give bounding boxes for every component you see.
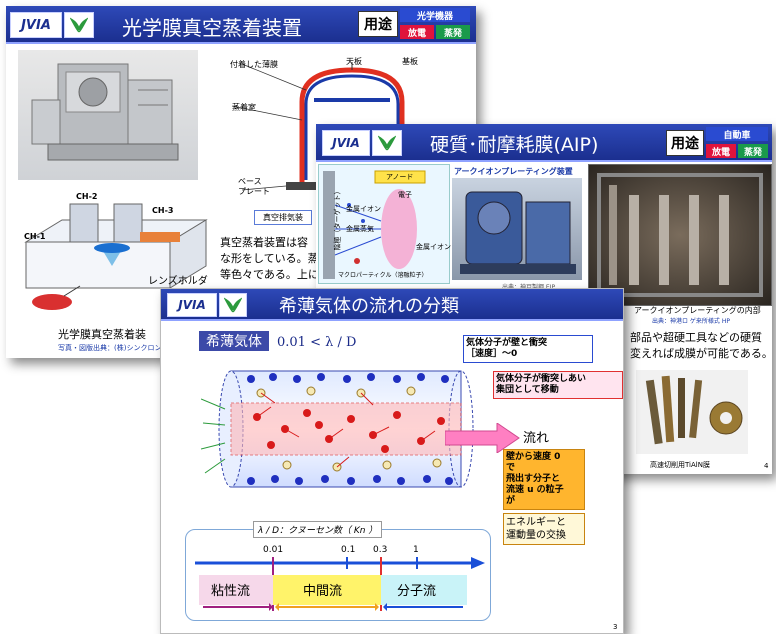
note-wall-collision-line-1: 気体分子が壁と衝突 xyxy=(466,338,548,348)
slide1-title: 光学膜真空蒸着装置 xyxy=(122,16,302,40)
slide1-tag-evaporation: 蒸発 xyxy=(436,25,470,39)
label-chamber: 蒸着室 xyxy=(232,103,256,112)
aip-device-photo xyxy=(452,178,582,280)
label-credit-mid: 出典：神戸製鋼 EIP xyxy=(502,282,555,291)
note-wall-collision-line-2: ［速度］～0 xyxy=(466,349,518,359)
label-top-plate: 天板 xyxy=(346,57,362,66)
slide3-page-number: 3 xyxy=(613,623,618,631)
label-electron: 電子 xyxy=(398,191,412,199)
slide2-title: 硬質･耐摩耗膜(AIP) xyxy=(430,134,599,156)
note-energy-exchange: エネルギーと 運動量の交換 xyxy=(503,513,585,545)
slide1-caption: 光学膜真空蒸着装 xyxy=(58,328,146,341)
label-aip-device: アークイオンプレーティング装置 xyxy=(454,167,573,176)
slide-rarefied-gas-flow: JVIA 希薄気体の流れの分類 希薄気体 0.01 < λ / D xyxy=(160,288,624,634)
jvia-logo-text: JVIA xyxy=(21,17,51,33)
note-energy-line-1: エネルギーと xyxy=(506,517,566,528)
label-metal-vapor: 金属蒸気 xyxy=(346,225,374,233)
label-macro-particle: マクロパーティクル（溶融粒子） xyxy=(338,272,428,279)
region-molecular-flow: 分子流 xyxy=(397,584,437,599)
note-group-movement: 気体分子が衝突しあい 集団として移動 xyxy=(493,371,623,399)
label-plate: プレート xyxy=(238,187,270,196)
label-side-target: 陰極（ターゲット） xyxy=(333,187,342,251)
region-intermediate-flow: 中間流 xyxy=(303,584,343,599)
cutting-tools-photo xyxy=(636,370,748,454)
note-wall-collision: 気体分子が壁と衝突 ［速度］～0 xyxy=(463,335,593,363)
region-viscous-flow: 粘性流 xyxy=(211,584,251,599)
slide2-page-number: 4 xyxy=(764,462,769,470)
label-metal-ion-1: 金属イオン xyxy=(346,205,381,213)
note-wall-emission-line-5: が xyxy=(506,496,516,506)
slide2-body-line-1: 部品や超硬工具などの硬質 xyxy=(630,331,762,344)
slide1-tag-optics: 光学機器 xyxy=(400,8,470,22)
slide1-body-line-1: 真空蒸着装置は容 xyxy=(220,236,308,249)
note-group-movement-line-2: 集団として移動 xyxy=(496,385,559,395)
slide3-title-bar: JVIA 希薄気体の流れの分類 xyxy=(161,289,623,321)
slide1-tag-discharge: 放電 xyxy=(400,25,434,39)
note-group-movement-line-1: 気体分子が衝突しあい xyxy=(496,374,587,384)
slide2-title-bar: JVIA 硬質･耐摩耗膜(AIP) 用途 自動車 放電 蒸発 xyxy=(316,124,772,162)
slide1-body-line-2: な形をしている。蒸 xyxy=(220,252,319,265)
note-wall-emission: 壁から速度 0 で 飛出す分子と 流速 u の粒子 が xyxy=(503,449,585,510)
slide2-tag-automobile: 自動車 xyxy=(706,127,768,141)
tick-0-3: 0.3 xyxy=(373,545,388,555)
rarefied-gas-label: 希薄気体 xyxy=(199,331,269,351)
tick-0-01: 0.01 xyxy=(263,545,284,555)
deposition-machine-photo xyxy=(18,50,198,180)
aip-inside-photo xyxy=(588,164,772,306)
label-substrate: 基板 xyxy=(402,57,418,66)
arc-ion-diagram xyxy=(318,164,450,284)
gas-flow-cylinder-diagram xyxy=(201,370,474,488)
slide2-tag-evaporation: 蒸発 xyxy=(738,144,768,158)
knudsen-axis xyxy=(195,557,485,611)
slide1-title-bar: JVIA 光学膜真空蒸着装置 用途 光学機器 放電 蒸発 xyxy=(6,6,476,44)
slide1-usage-badge: 用途 xyxy=(358,11,398,37)
leaf-logo-icon xyxy=(219,293,247,317)
note-wall-emission-line-4: 流速 u の粒子 xyxy=(506,485,564,495)
flow-label: 流れ xyxy=(523,431,550,446)
slide3-title: 希薄気体の流れの分類 xyxy=(279,296,459,317)
note-wall-emission-line-2: で xyxy=(506,463,516,473)
note-energy-line-2: 運動量の交換 xyxy=(506,530,566,541)
label-ch1: CH-1 xyxy=(24,232,46,241)
note-wall-emission-line-1: 壁から速度 0 xyxy=(506,452,561,462)
jvia-logo-text: JVIA xyxy=(332,136,360,150)
leaf-logo-icon xyxy=(372,130,402,156)
jvia-logo: JVIA xyxy=(10,12,62,38)
label-base: ベース xyxy=(238,177,262,186)
jvia-logo: JVIA xyxy=(322,130,370,156)
jvia-logo: JVIA xyxy=(167,293,217,317)
label-attached-film: 付着した薄膜 xyxy=(230,60,278,69)
slide2-body-line-2: 変えれば成膜が可能である。 xyxy=(630,347,772,360)
slide2-usage-badge: 用途 xyxy=(666,130,704,156)
label-lens-holder: レンズホルダ xyxy=(148,276,208,287)
label-ch2: CH-2 xyxy=(76,192,98,201)
inside-caption: アークイオンプレーティングの内部 xyxy=(634,306,761,315)
tool-caption: 高速切削用TiAlN膜 xyxy=(650,461,710,469)
slide1-credit: 写真・図版出典：(株)シンクロン xyxy=(58,344,162,352)
label-exhaust: 真空排気装 xyxy=(254,210,312,225)
jvia-logo-text: JVIA xyxy=(178,298,206,312)
leaf-logo-icon xyxy=(64,12,94,38)
label-metal-ion-2: 金属イオン xyxy=(416,243,451,251)
slide2-tag-discharge: 放電 xyxy=(706,144,736,158)
tick-0-1: 0.1 xyxy=(341,545,356,555)
flow-arrow-icon xyxy=(445,423,520,453)
note-wall-emission-line-3: 飛出す分子と xyxy=(506,474,561,484)
label-ch3: CH-3 xyxy=(152,206,174,215)
lens-holder-diagram xyxy=(24,203,208,310)
condition-formula: 0.01 < λ / D xyxy=(277,335,357,350)
tick-1: 1 xyxy=(413,545,419,555)
knudsen-label: λ / D：クヌーセン数（ Kn ） xyxy=(253,521,383,538)
label-anode: アノード xyxy=(386,173,414,181)
slide1-body-line-3: 等色々である。上に xyxy=(220,268,319,281)
inside-credit: 出典：神港ロ ゲ来所様式 HP xyxy=(652,318,730,325)
